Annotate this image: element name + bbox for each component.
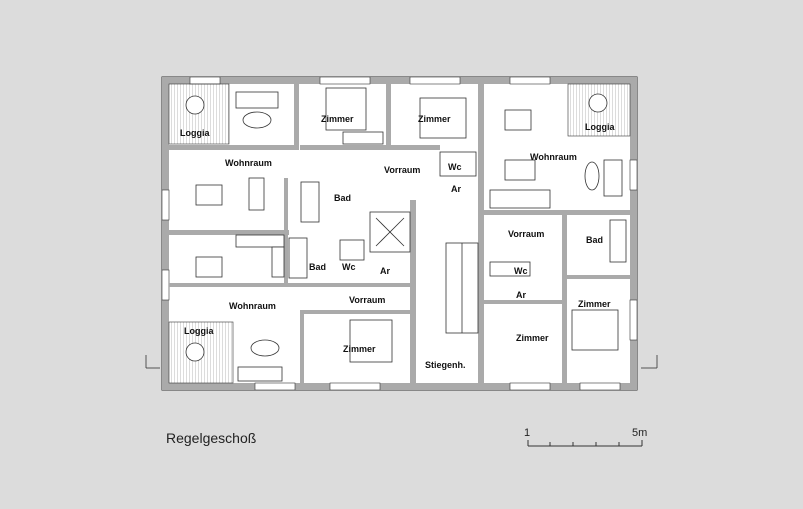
label-zimmer-n1: Zimmer [321, 114, 354, 124]
label-ar-e: Ar [516, 290, 526, 300]
label-zimmer-n2: Zimmer [418, 114, 451, 124]
label-wohnraum-ne: Wohnraum [530, 152, 577, 162]
scale-end-label: 5m [632, 427, 647, 439]
label-vorraum-n: Vorraum [384, 165, 420, 175]
loggia-nw-area [168, 83, 230, 145]
label-zimmer-s: Zimmer [343, 344, 376, 354]
label-vorraum-e: Vorraum [508, 229, 544, 239]
label-bad-n: Bad [334, 193, 351, 203]
label-bad-s: Bad [309, 262, 326, 272]
label-wohnraum-nw: Wohnraum [225, 158, 272, 168]
room-labels: Loggia Loggia Loggia Wohnraum Wohnraum W… [180, 114, 615, 370]
label-wc-n: Wc [448, 162, 462, 172]
furniture [185, 87, 627, 382]
scale-start-label: 1 [524, 427, 530, 439]
label-zimmer-se: Zimmer [516, 333, 549, 343]
label-wc-e: Wc [514, 266, 528, 276]
label-loggia-ne: Loggia [585, 122, 615, 132]
scale-bar: 1 5m [524, 427, 647, 447]
section-marks [145, 355, 658, 369]
label-ar-n: Ar [451, 184, 461, 194]
label-loggia-nw: Loggia [180, 128, 210, 138]
label-wc-s: Wc [342, 262, 356, 272]
building-walls [161, 76, 638, 391]
label-wohnraum-sw: Wohnraum [229, 301, 276, 311]
label-ar-s: Ar [380, 266, 390, 276]
label-bad-e: Bad [586, 235, 603, 245]
label-zimmer-e: Zimmer [578, 299, 611, 309]
plan-title: Regelgeschoß [166, 430, 257, 446]
label-vorraum-s: Vorraum [349, 295, 385, 305]
label-loggia-sw: Loggia [184, 326, 214, 336]
label-stairs: Stiegenh. [425, 360, 466, 370]
